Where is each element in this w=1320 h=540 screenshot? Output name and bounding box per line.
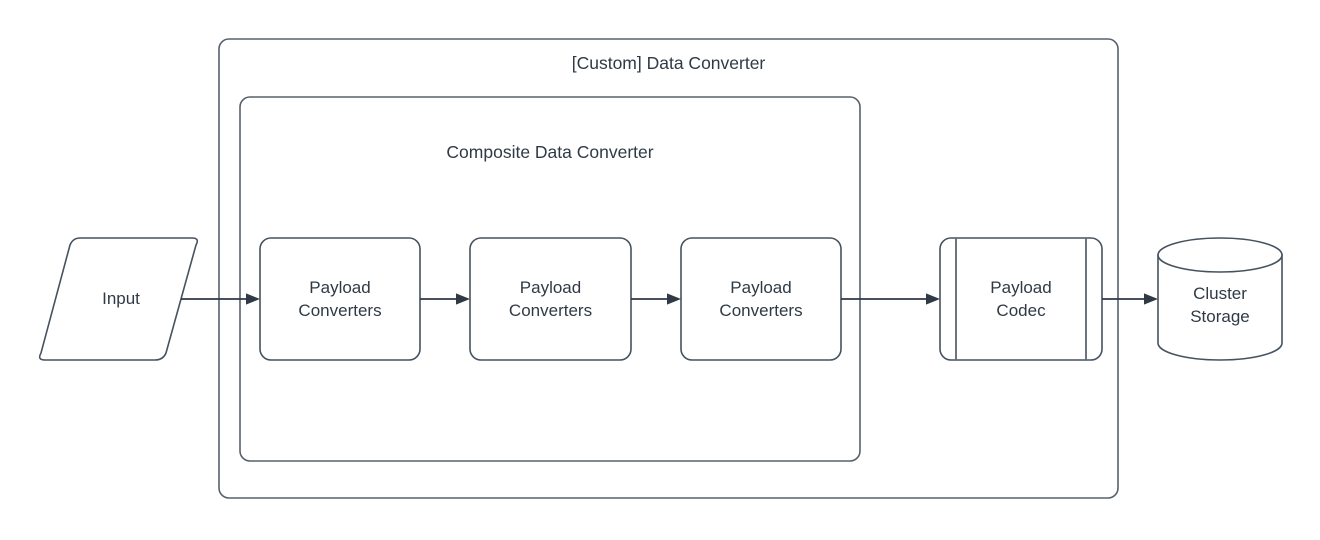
edge-input-to-payload-converters-1[interactable] (181, 293, 260, 305)
node-payload-converters-2-shape[interactable] (469, 237, 632, 361)
edge-payload-converters-2-to-3[interactable] (631, 293, 681, 305)
node-payload-converters-1-shape[interactable] (259, 237, 421, 361)
node-input-shape[interactable] (38, 237, 199, 361)
edge-payload-codec-to-cluster-storage[interactable] (1102, 293, 1158, 305)
edge-payload-converters-3-to-payload-codec[interactable] (841, 293, 940, 305)
container-custom-data-converter[interactable] (218, 38, 1119, 499)
container-composite-data-converter[interactable] (239, 96, 861, 462)
edge-payload-converters-1-to-2[interactable] (420, 293, 470, 305)
node-cluster-storage-shape[interactable] (1157, 237, 1283, 361)
node-payload-converters-3-shape[interactable] (680, 237, 842, 361)
node-payload-codec-shape[interactable] (939, 237, 1103, 361)
